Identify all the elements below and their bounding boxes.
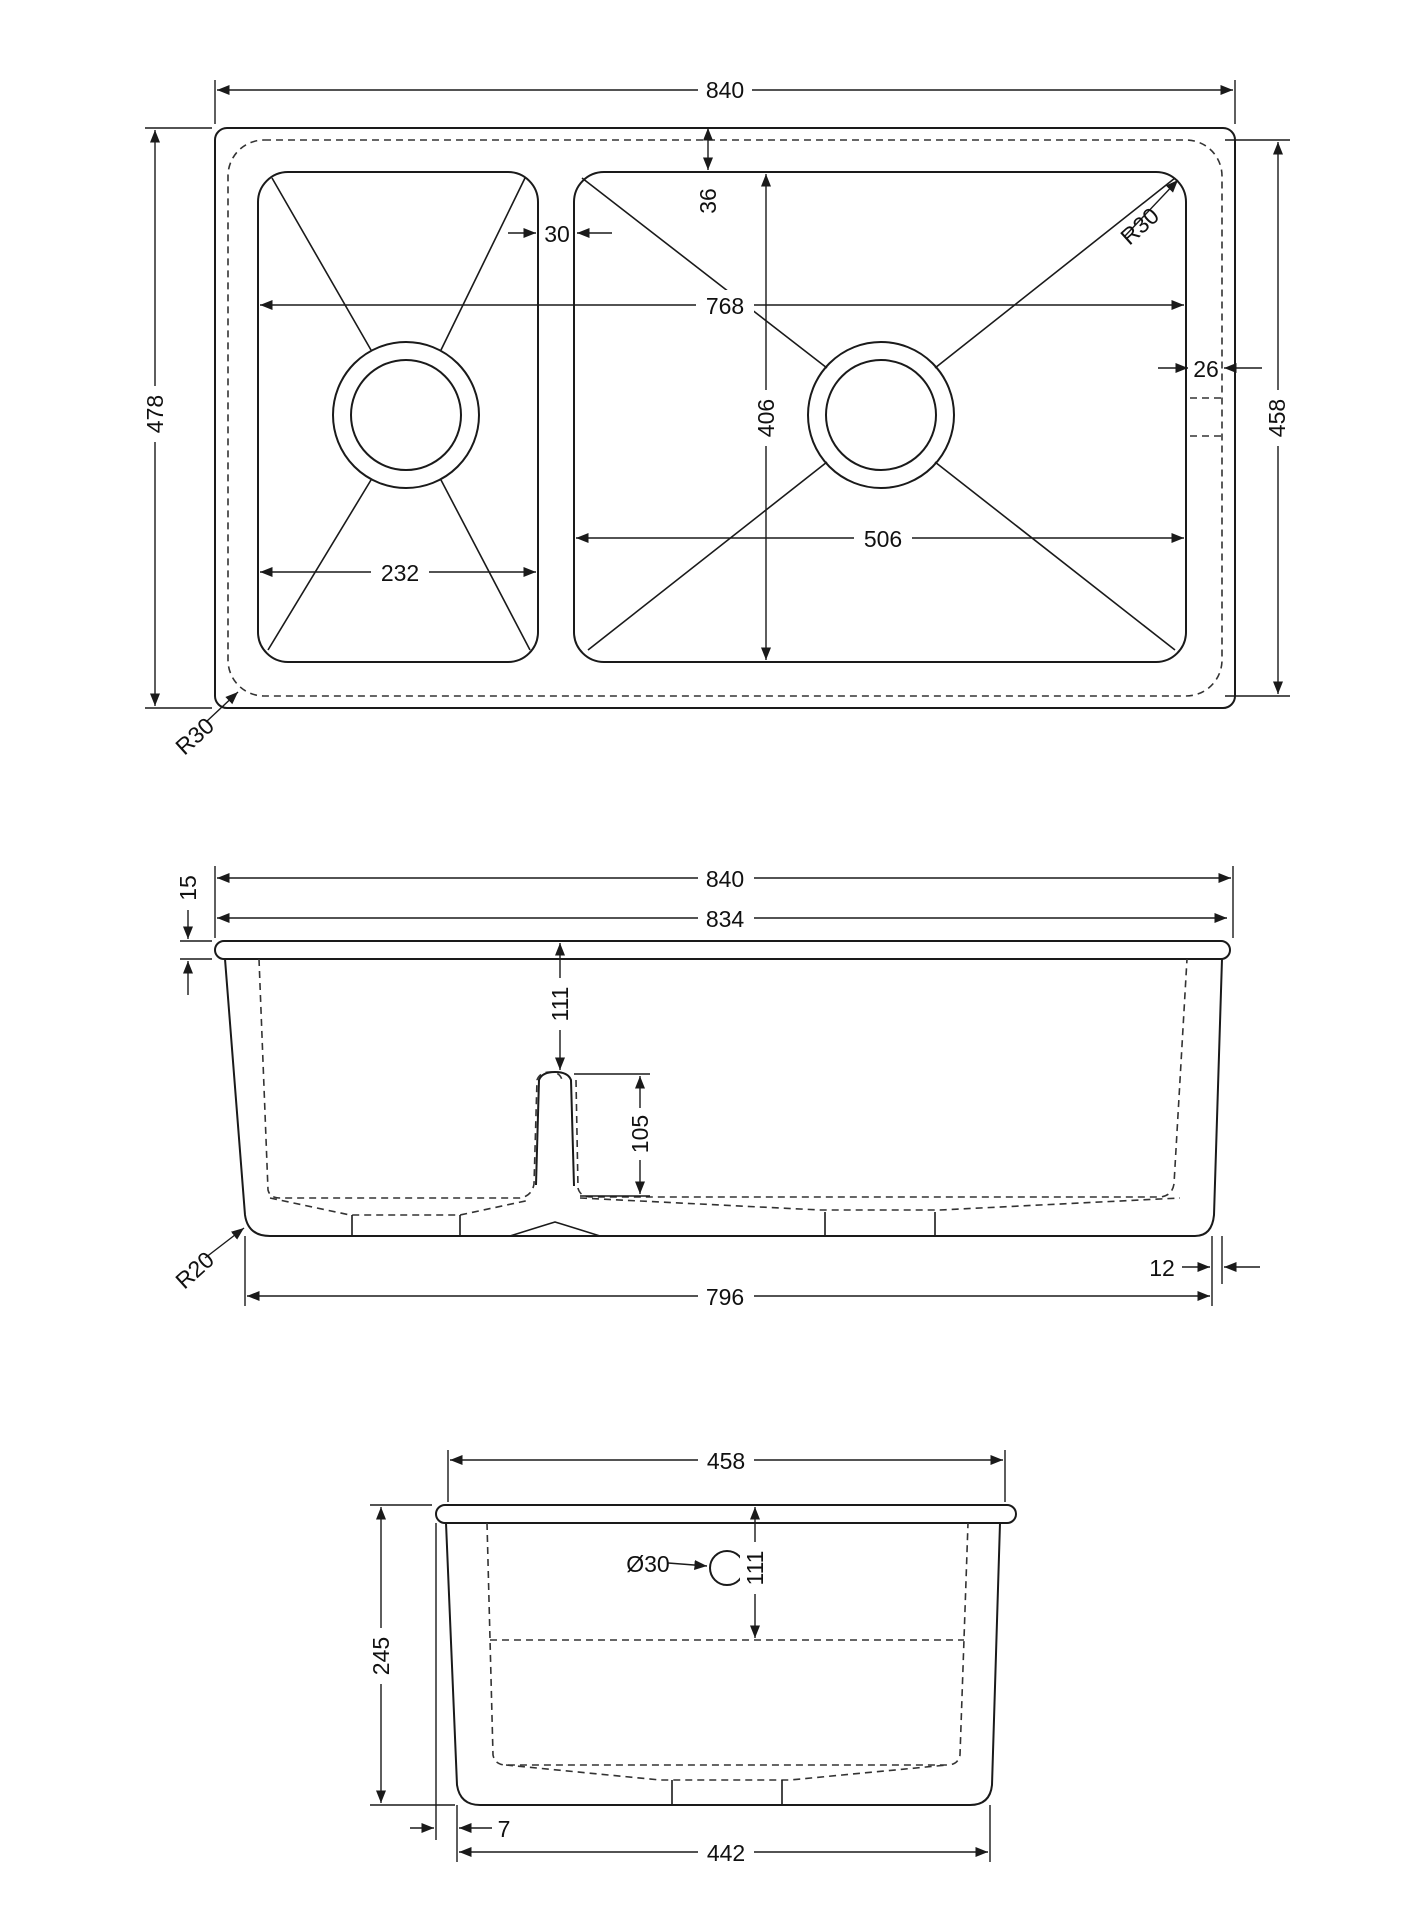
large-bowl-drain-inner: [825, 359, 937, 471]
leader-corner-radius-outer: [205, 691, 239, 723]
divider-base: [509, 1221, 601, 1237]
dim-label-large-bowl-width: 506: [864, 526, 902, 552]
large-bowl-outline: [573, 171, 1187, 663]
front-view-body: [224, 958, 1223, 1237]
side-view-rim: [435, 1504, 1017, 1524]
dim-label-bowls-width: 768: [706, 293, 744, 319]
front-view-rim: [214, 940, 1231, 960]
side-view: Ø30 111 458 245 7 442: [366, 1445, 1017, 1867]
large-bowl-slope-line: [934, 461, 1176, 651]
dim-label-inner-depth: 458: [1264, 399, 1290, 437]
dim-label-rim-width: 834: [706, 906, 745, 932]
small-bowl-slope-line: [271, 177, 372, 351]
dim-label-divider-height: 105: [627, 1115, 653, 1153]
dim-label-corner-radius-bowl: R30: [1115, 202, 1164, 250]
side-view-body: [445, 1522, 1001, 1806]
dim-label-bottom-width: 796: [706, 1284, 744, 1310]
front-view-large-bowl-inner: [575, 958, 1188, 1198]
dim-label-rim-thickness: 15: [175, 875, 201, 901]
dim-label-front-overall-width: 840: [706, 866, 744, 892]
dim-label-side-height: 245: [368, 1637, 394, 1675]
large-bowl-slope-line: [587, 461, 828, 651]
front-view-divider: [535, 1070, 575, 1187]
leader-overflow-diameter: [667, 1560, 708, 1571]
large-bowl-slope-line: [934, 177, 1176, 369]
small-bowl-slope-line: [267, 479, 372, 651]
small-bowl-slope-line: [440, 479, 531, 651]
dim-label-overflow-diameter: Ø30: [626, 1551, 669, 1577]
leader-bottom-radius: [204, 1227, 245, 1259]
dim-label-small-bowl-width: 232: [381, 560, 419, 586]
front-view-small-bowl-inner: [258, 958, 563, 1199]
small-bowl-drain-inner: [350, 359, 462, 471]
leader-corner-radius-bowl: [1124, 179, 1179, 237]
dim-label-overflow-depth: 111: [742, 1551, 768, 1586]
large-bowl-slope-line: [581, 177, 828, 369]
dim-label-rim-to-bowl: 36: [695, 188, 721, 214]
dim-label-large-bowl-depth: 406: [753, 399, 779, 437]
front-view: 840 834 15 111 105 R20 796 12: [170, 863, 1260, 1311]
dim-label-side-offset: 26: [1193, 356, 1219, 382]
small-bowl-drain-outer: [332, 341, 480, 489]
large-bowl-drain-outer: [807, 341, 955, 489]
overflow-hole: [709, 1550, 745, 1586]
dim-label-divider-depth: 111: [547, 987, 573, 1022]
dim-label-corner-radius-outer: R30: [170, 712, 219, 760]
small-bowl-slope-line: [440, 177, 526, 351]
front-view-large-bowl-floor: [579, 1197, 1181, 1211]
dim-label-bowl-gap: 30: [544, 221, 570, 247]
top-view-outer-rim: [214, 127, 1236, 709]
top-view: 840 478 458 36 30 768 406 506: [140, 74, 1292, 760]
small-bowl-outline: [257, 171, 539, 663]
side-view-inner: [486, 1522, 969, 1766]
dim-label-side-top-width: 458: [707, 1448, 745, 1474]
side-view-floor-slope: [505, 1764, 948, 1781]
dim-label-overall-width: 840: [706, 77, 744, 103]
dim-label-wall-offset: 12: [1149, 1255, 1175, 1281]
dim-label-overall-depth: 478: [142, 395, 168, 433]
top-view-inner-rim: [227, 139, 1223, 697]
dim-label-side-wall-offset: 7: [498, 1816, 511, 1842]
dim-label-side-bottom-width: 442: [707, 1840, 745, 1866]
front-view-small-bowl-floor: [269, 1197, 531, 1216]
